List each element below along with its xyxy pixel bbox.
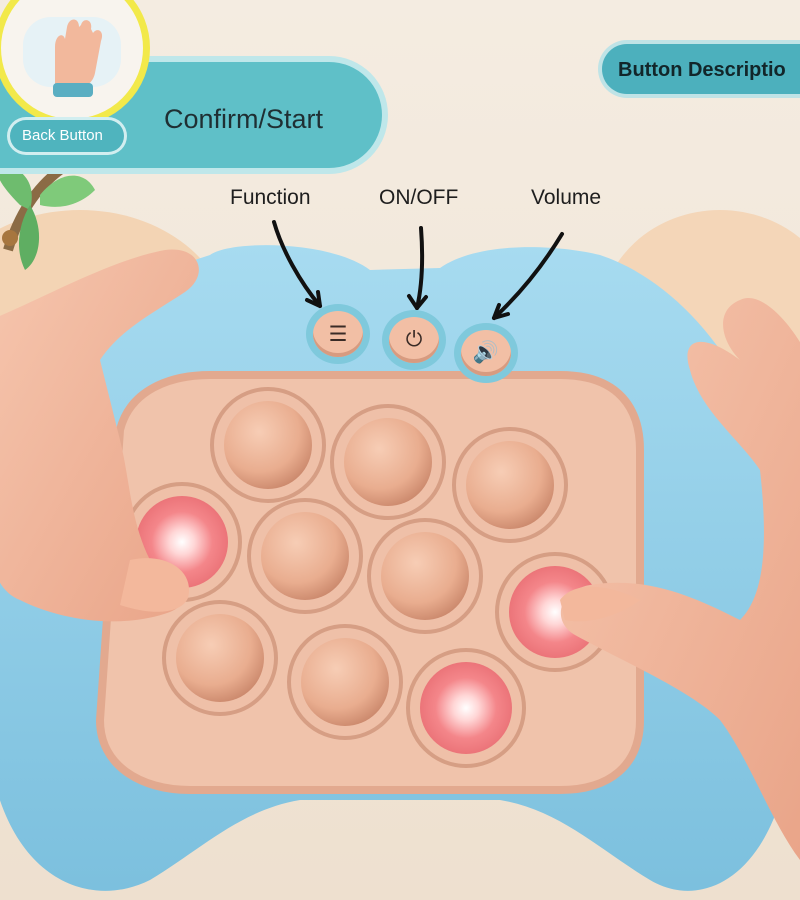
hand-press-icon bbox=[0, 0, 150, 126]
speaker-icon: 🔊 bbox=[472, 341, 500, 364]
list-icon: ☰ bbox=[328, 322, 348, 346]
volume-label: Volume bbox=[531, 186, 602, 209]
power-button: ⏻ bbox=[389, 317, 439, 363]
back-button-label: Back Button bbox=[22, 127, 103, 144]
annotation-arrows bbox=[272, 220, 564, 320]
back-button-pill bbox=[10, 120, 124, 152]
on-off-label: ON/OFF bbox=[379, 186, 459, 209]
palm-tree bbox=[0, 165, 95, 270]
left-hand bbox=[0, 249, 199, 622]
power-icon: ⏻ bbox=[405, 328, 423, 351]
function-label: Function bbox=[230, 186, 311, 209]
hand-icon bbox=[23, 17, 121, 97]
confirm-start-label: Confirm/Start bbox=[164, 104, 324, 134]
function-button: ☰ bbox=[313, 311, 363, 357]
button-description-label: Button Descriptio bbox=[618, 59, 786, 81]
button-description-pill bbox=[602, 44, 800, 94]
right-hand bbox=[560, 298, 800, 860]
volume-button: 🔊 bbox=[461, 330, 511, 376]
